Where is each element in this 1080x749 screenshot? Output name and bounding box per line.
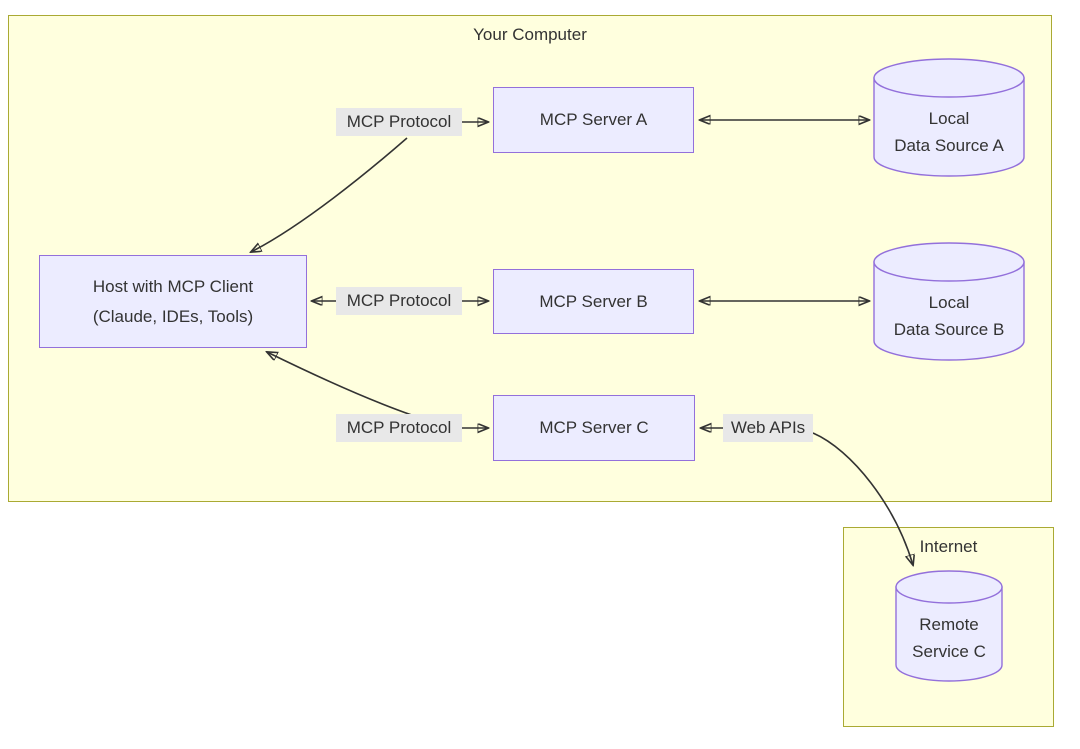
node-mcp-server-b-label: MCP Server B: [539, 291, 648, 311]
cylinder-icon: [895, 570, 1003, 682]
node-local-data-source-a: Local Data Source A: [873, 58, 1025, 177]
cylinder-icon: [873, 242, 1025, 361]
edge-webapis-to-remote-c: [812, 432, 913, 565]
node-host: Host with MCP Client (Claude, IDEs, Tool…: [39, 255, 307, 348]
node-mcp-server-a-label: MCP Server A: [539, 110, 648, 130]
node-local-data-source-b: Local Data Source B: [873, 242, 1025, 361]
node-local-data-source-a-label: Local Data Source A: [894, 108, 1004, 155]
cylinder-icon: [873, 58, 1025, 177]
edge-label-mcp-protocol-c: MCP Protocol: [336, 414, 462, 442]
node-remote-service-c-label: Remote Service C: [912, 614, 986, 661]
cluster-internet-label: Internet: [919, 537, 978, 556]
node-mcp-server-c-label: MCP Server C: [539, 418, 649, 438]
node-remote-service-c: Remote Service C: [895, 570, 1003, 682]
cluster-your-computer-label: Your Computer: [473, 25, 587, 44]
node-host-label: Host with MCP Client (Claude, IDEs, Tool…: [92, 276, 254, 326]
node-mcp-server-a: MCP Server A: [493, 87, 694, 153]
node-mcp-server-c: MCP Server C: [493, 395, 695, 461]
edge-label-mcp-protocol-a: MCP Protocol: [336, 108, 462, 136]
cluster-internet: Internet: [843, 527, 1054, 727]
edge-label-web-apis: Web APIs: [723, 414, 813, 442]
node-mcp-server-b: MCP Server B: [493, 269, 694, 334]
edge-label-mcp-protocol-b: MCP Protocol: [336, 287, 462, 315]
node-local-data-source-b-label: Local Data Source B: [893, 292, 1005, 339]
edge-label-to-host-a: [251, 137, 408, 252]
